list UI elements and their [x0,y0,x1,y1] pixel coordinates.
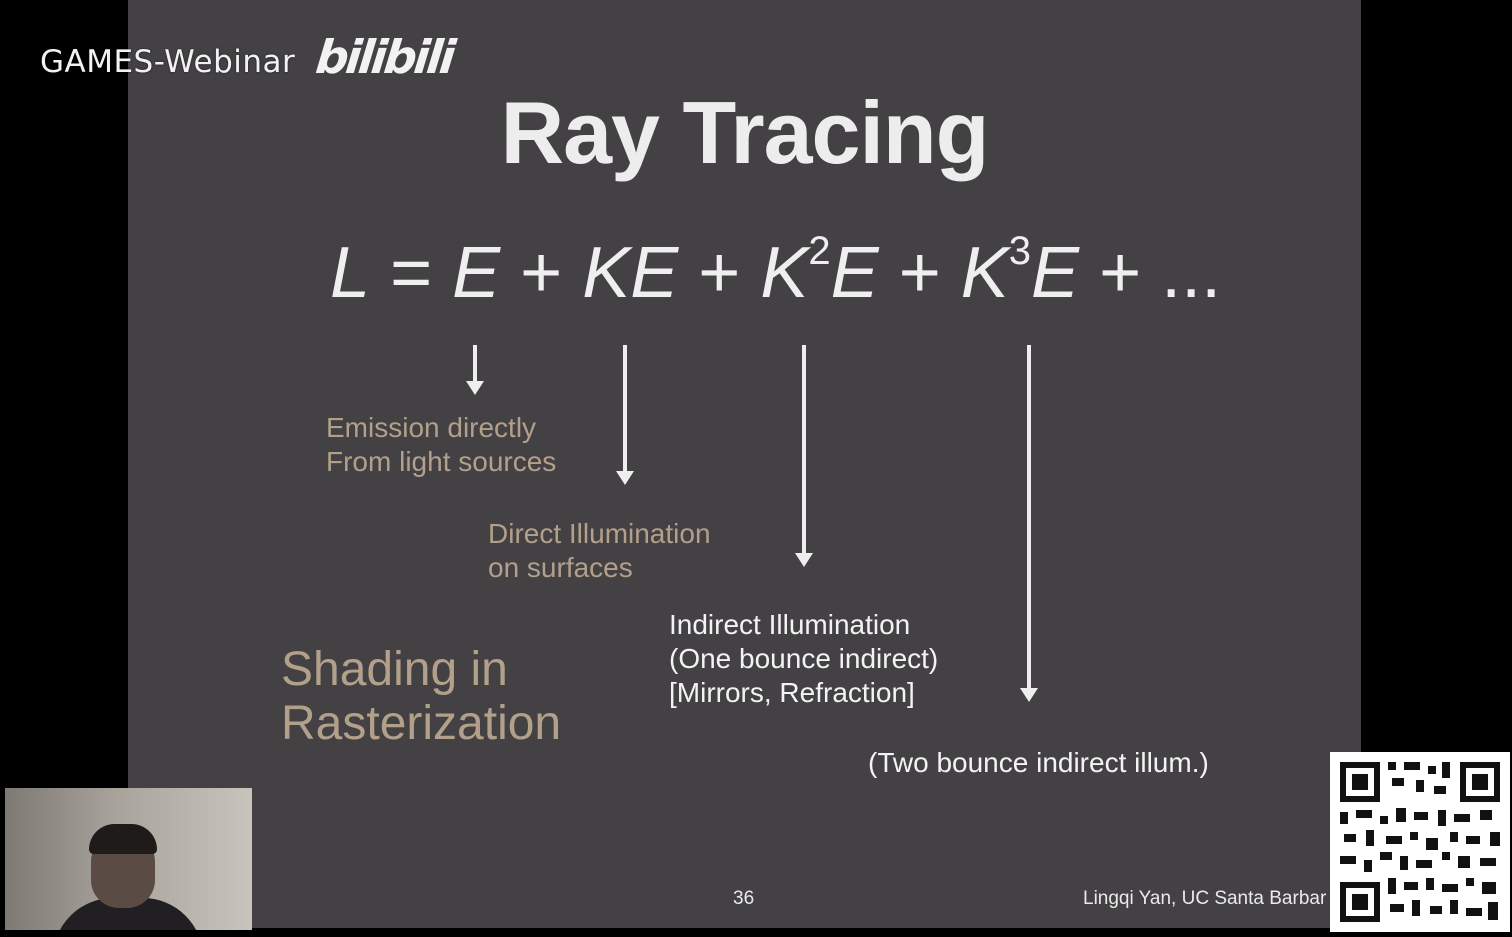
indirect-line-1: Indirect Illumination [669,609,911,640]
speaker-webcam [5,788,252,930]
speaker-hair [89,824,157,854]
eq-L: L [330,233,371,313]
bilibili-logo: bilibili [313,30,456,84]
shading-line-2: Rasterization [281,697,562,750]
emission-label: Emission directly From light sources [326,411,556,479]
arrow-down-icon [616,345,634,485]
eq-K: K [760,233,809,313]
emission-line-1: Emission directly [326,412,537,443]
rendering-equation: L = E + KE + K2E + K3E + ... [330,229,1222,314]
two-bounce-label: (Two bounce indirect illum.) [868,747,1209,778]
indirect-line-2: (One bounce indirect) [669,643,939,674]
direct-illumination-label: Direct Illumination on surfaces [488,517,711,585]
eq-exponent-3: 3 [1008,229,1032,273]
eq-E: E [452,233,501,313]
eq-plus: + [1099,233,1142,313]
channel-watermark: GAMES-Webinar [40,44,296,80]
qr-code-icon[interactable] [1330,752,1510,932]
eq-plus: + [698,233,741,313]
direct-line-2: on surfaces [488,552,633,583]
shading-line-1: Shading in [281,643,508,696]
slide-title: Ray Tracing [500,83,990,182]
eq-equals: = [390,233,433,313]
indirect-line-3: [Mirrors, Refraction] [669,677,915,708]
page-number: 36 [733,888,755,909]
arrow-down-icon [1020,345,1038,702]
direct-line-1: Direct Illumination [488,518,711,549]
eq-ellipsis: ... [1161,233,1222,313]
eq-plus: + [520,233,563,313]
eq-plus: + [898,233,941,313]
shading-in-rasterization-label: Shading in Rasterization [281,643,561,751]
eq-exponent-2: 2 [808,229,831,273]
eq-KE: KE [582,233,679,313]
eq-E: E [830,233,879,313]
author-footer: Lingqi Yan, UC Santa Barbar [1083,888,1327,909]
arrow-down-icon [466,345,484,395]
presentation-slide [128,0,1361,928]
eq-E: E [1031,233,1080,313]
arrow-down-icon [795,345,813,567]
eq-K: K [960,233,1009,313]
emission-line-2: From light sources [326,446,557,477]
indirect-illumination-label: Indirect Illumination (One bounce indire… [669,608,938,710]
